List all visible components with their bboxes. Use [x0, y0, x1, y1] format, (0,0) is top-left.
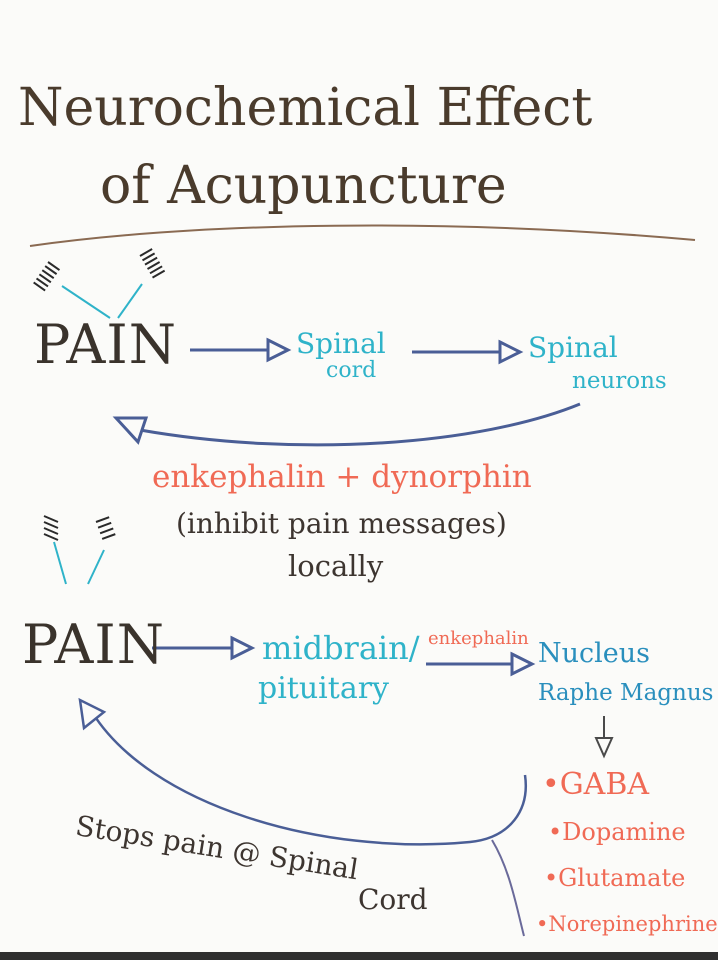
title-line-1: Neurochemical Effect [18, 78, 593, 138]
pain-label-bottom: PAIN [22, 613, 165, 676]
neurotransmitter-glutamate: •Glutamate [544, 864, 686, 892]
acupuncture-needle-icon [117, 248, 166, 319]
pain-label-top: PAIN [34, 313, 177, 376]
title-underline [29, 224, 696, 247]
arrow-curved-back-icon [78, 697, 527, 846]
arrow-right-icon [152, 635, 256, 661]
result-label-line-2: Cord [358, 883, 428, 916]
arrow-down-icon [594, 716, 614, 759]
arrow-right-icon [426, 651, 536, 677]
midbrain-label-line-2: pituitary [258, 671, 390, 706]
page-bottom-edge [0, 952, 718, 960]
spinal-neurons-label-line-1: Spinal [528, 331, 618, 364]
spinal-neurons-label-line-2: neurons [572, 368, 667, 394]
spinal-cord-label-line-2: cord [326, 358, 377, 383]
neurotransmitter-dopamine: •Dopamine [548, 818, 686, 846]
nucleus-label-line-1: Nucleus [538, 638, 650, 669]
arrow-right-icon [190, 337, 292, 363]
midbrain-label-line-1: midbrain/ [262, 629, 420, 667]
acupuncture-needle-icon [43, 515, 67, 585]
feedback-scope-label: locally [288, 549, 384, 583]
feedback-chemicals-label: enkephalin + dynorphin [152, 459, 532, 495]
neurotransmitter-gaba: •GABA [542, 767, 650, 802]
feedback-effect-label: (inhibit pain messages) [176, 507, 507, 540]
acupuncture-needle-icon [87, 516, 116, 585]
acupuncture-needle-icon [33, 261, 111, 319]
neurotransmitter-norepinephrine: •Norepinephrine [536, 912, 718, 936]
nucleus-label-line-2: Raphe Magnus [538, 680, 714, 706]
spinal-cord-label-line-1: Spinal [296, 327, 386, 360]
title-line-2: of Acupuncture [100, 156, 507, 216]
enkephalin-arrow-label: enkephalin [428, 628, 529, 649]
neurotransmitter-bracket [491, 839, 525, 937]
arrow-right-icon [412, 339, 524, 365]
arrow-curved-back-icon [112, 402, 581, 447]
